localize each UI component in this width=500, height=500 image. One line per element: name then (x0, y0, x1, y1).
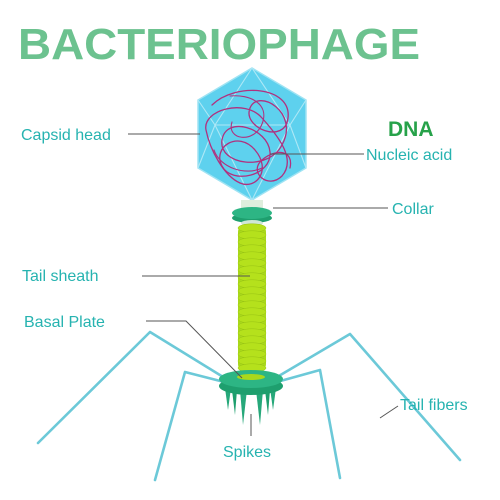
label-nucleic-acid: Nucleic acid (366, 147, 452, 164)
leader-tail-fibers (379, 405, 399, 419)
spike (232, 390, 237, 415)
diagram-title: BACTERIOPHAGE (18, 20, 420, 69)
dna-strand (205, 89, 292, 186)
spike (256, 390, 263, 425)
label-spikes: Spikes (223, 444, 271, 461)
capsid-facets (197, 67, 307, 201)
tail-fiber-right-outer (270, 332, 462, 462)
tail-sheath (237, 223, 267, 373)
leader-basal-plate (146, 320, 243, 379)
spike (270, 388, 276, 410)
spike (225, 388, 231, 410)
label-basal-plate: Basal Plate (24, 314, 105, 331)
label-tail-fibers: Tail fibers (400, 397, 468, 414)
basal-plate (219, 370, 283, 425)
capsid-body (197, 67, 307, 201)
tail-fiber-left-outer (36, 330, 230, 445)
capsid-head (197, 67, 307, 201)
tail-fiber-right-inner (264, 368, 342, 480)
collar (232, 200, 272, 226)
spike (240, 390, 247, 425)
label-collar: Collar (392, 201, 434, 218)
leader-lines (128, 133, 399, 436)
spike (265, 390, 270, 415)
tail-fibers (36, 330, 462, 482)
label-dna: DNA (388, 118, 434, 141)
tail-fiber-left-inner (153, 370, 238, 482)
label-capsid-head: Capsid head (21, 127, 111, 144)
label-tail-sheath: Tail sheath (22, 268, 99, 285)
